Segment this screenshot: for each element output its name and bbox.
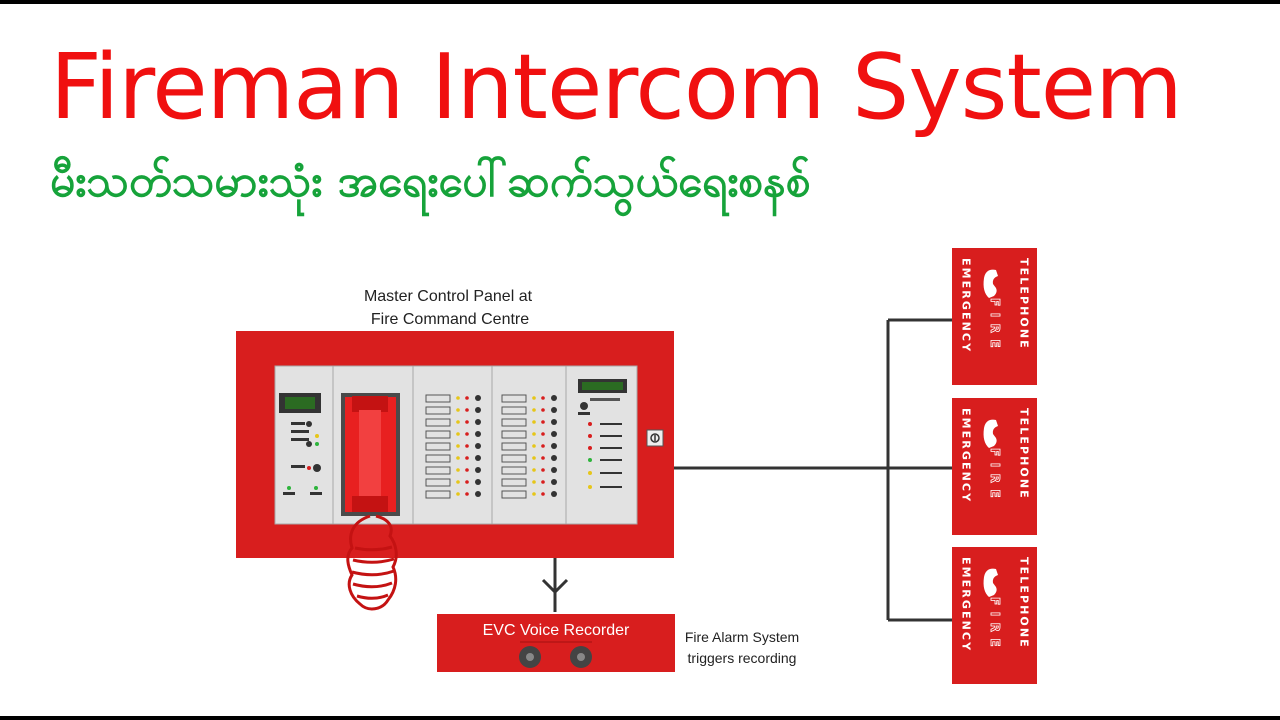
telephone-left-text: EMERGENCY [960, 258, 973, 353]
zone-module-1 [412, 365, 493, 525]
recorder-note-line2: triggers recording [688, 650, 797, 666]
panel-caption-line2: Fire Command Centre [371, 311, 529, 328]
emergency-telephone-1: EMERGENCY FIRE TELEPHONE [952, 248, 1037, 385]
phone-handset-icon [983, 568, 998, 597]
telephone-left-text: EMERGENCY [960, 408, 973, 503]
telephone-middle-text: FIRE [988, 298, 1002, 354]
recorder-label: EVC Voice Recorder [483, 622, 630, 639]
wiring [541, 318, 952, 622]
master-control-panel [236, 331, 674, 558]
page-subtitle: မီးသတ်သမားသုံး အရေးပေါ်ဆက်သွယ်ရေးစနစ် [50, 156, 811, 207]
phone-handset-icon [983, 419, 998, 448]
top-border [0, 0, 1280, 4]
phone-handset-icon [983, 269, 998, 298]
telephone-middle-text: FIRE [988, 597, 1002, 653]
telephone-left-text: EMERGENCY [960, 557, 973, 652]
panel-caption-line1: Master Control Panel at [364, 288, 533, 305]
telephone-middle-text: FIRE [988, 448, 1002, 504]
bottom-border [0, 716, 1280, 720]
page-title: Fireman Intercom System [50, 35, 1183, 140]
recorder-note-line1: Fire Alarm System [685, 629, 799, 645]
display-module [565, 365, 638, 525]
telephone-right-text: TELEPHONE [1018, 408, 1031, 500]
coiled-handset-cord [346, 514, 398, 611]
emergency-telephone-2: EMERGENCY FIRE TELEPHONE [952, 398, 1037, 535]
key-switch-icon [646, 429, 664, 447]
evc-voice-recorder: EVC Voice Recorder [437, 614, 675, 672]
speaker-icon [580, 402, 588, 410]
handset-module [332, 365, 414, 525]
emergency-telephones: EMERGENCY FIRE TELEPHONE EMERGENCY FIRE … [952, 248, 1037, 684]
zone-module-2 [491, 365, 567, 525]
control-module [274, 365, 334, 525]
emergency-telephone-3: EMERGENCY FIRE TELEPHONE [952, 547, 1037, 684]
telephone-right-text: TELEPHONE [1018, 557, 1031, 649]
telephone-right-text: TELEPHONE [1018, 258, 1031, 350]
